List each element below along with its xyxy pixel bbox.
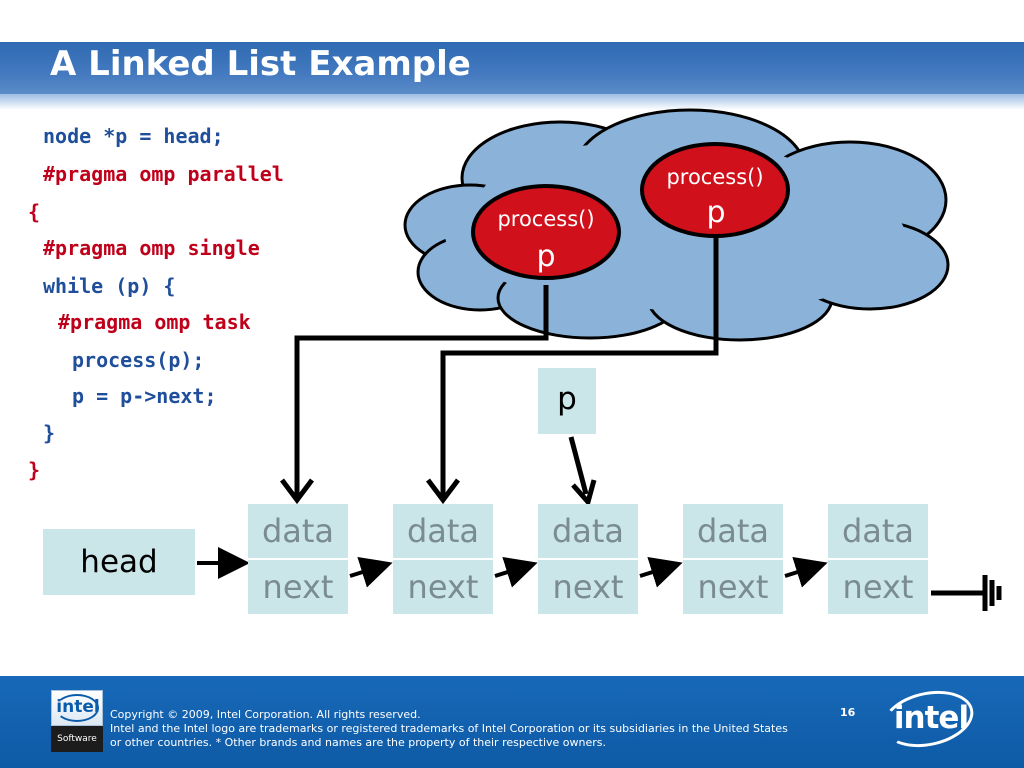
node-3-next: next [538,560,638,614]
trademark-text-2: or other countries. * Other brands and n… [110,736,607,749]
code-line-4: #pragma omp single [43,236,260,260]
intel-logo-word: intel [893,700,969,736]
null-terminator-icon [931,575,1002,611]
task-1-call: process() [497,207,594,231]
code-line-7: process(p); [72,348,205,372]
next-arrow-1 [349,556,393,588]
task-2-call: process() [666,165,763,189]
code-line-10: } [28,458,41,482]
page-number: 16 [840,706,856,719]
node-1-next: next [248,560,348,614]
task-1-arrowhead [280,478,314,505]
title-fade [0,94,1024,110]
node-2-data: data [393,504,493,558]
next-arrow-3 [639,556,683,588]
footer-bar [0,676,1024,768]
next-arrow-2 [494,556,538,588]
next-arrow-4 [784,556,828,588]
p-pointer-line [568,436,589,495]
node-4-data: data [683,504,783,558]
intel-software-logo-word: intel [56,697,100,717]
task-ellipse-1 [471,184,621,280]
slide-title: A Linked List Example [50,44,471,84]
code-line-1: node *p = head; [43,124,224,148]
task-2-var: p [706,195,725,230]
node-3-data: data [538,504,638,558]
node-5-next: next [828,560,928,614]
node-4-next: next [683,560,783,614]
intel-logo: intel [877,683,979,755]
task-1-var: p [536,239,555,274]
task-2-arrowhead [426,478,460,505]
code-line-3: { [28,200,41,224]
copyright-text: Copyright © 2009, Intel Corporation. All… [110,708,421,721]
code-line-8: p = p->next; [72,384,217,408]
intel-software-logo: intel Software [51,690,103,752]
pointer-p-box: p [538,368,596,434]
head-box: head [43,529,195,595]
code-line-2: #pragma omp parallel [43,162,284,186]
intel-software-logo-sub: Software [51,726,103,752]
trademark-text-1: Intel and the Intel logo are trademarks … [110,722,788,735]
title-bar [0,42,1024,94]
code-line-6: #pragma omp task [58,310,251,334]
task-2-connector [440,236,719,496]
node-5-data: data [828,504,928,558]
code-line-9: } [43,421,56,445]
task-1-connector [294,285,549,496]
node-1-data: data [248,504,348,558]
p-pointer-arrowhead [571,479,597,508]
code-line-5: while (p) { [43,274,176,298]
node-2-next: next [393,560,493,614]
